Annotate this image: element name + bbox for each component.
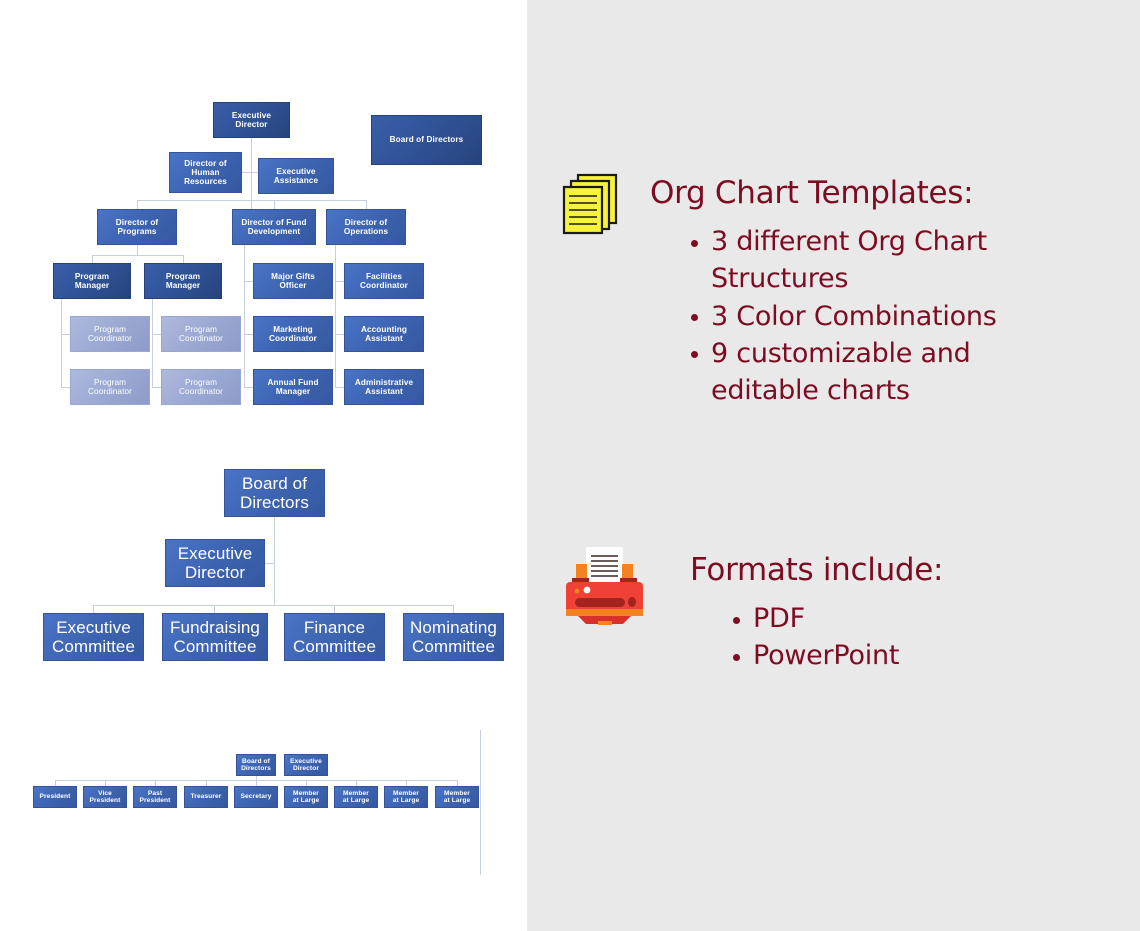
chart-connector [61,387,70,388]
org-node[interactable]: Director of Fund Development [232,209,316,245]
chart-connector [93,605,453,606]
org-node[interactable]: Board of Directors [236,754,276,776]
chart-connector [356,780,357,786]
chart-connector [274,517,275,605]
chart-connector [152,387,161,388]
org-node[interactable]: Member at Large [334,786,378,808]
chart-connector [457,780,458,786]
org-node[interactable]: Facilities Coordinator [344,263,424,299]
list-item: 9 customizable and editable charts [685,335,1085,410]
org-node[interactable]: Accounting Assistant [344,316,424,352]
chart-connector [256,776,257,786]
chart-connector [244,281,253,282]
org-node[interactable]: Marketing Coordinator [253,316,333,352]
list-item: PDF [727,600,1107,637]
org-node[interactable]: Past President [133,786,177,808]
formats-include-bullets: PDF PowerPoint [727,600,1107,675]
right-info-panel: Org Chart Templates: 3 different Org Cha… [527,0,1140,931]
org-node[interactable]: Executive Committee [43,613,144,661]
chart-connector [242,172,258,173]
chart-connector [265,563,275,564]
chart-connector [406,780,407,786]
notes-stack-icon [562,173,628,235]
chart-connector [137,200,138,209]
org-node[interactable]: Program Manager [53,263,131,299]
chart-connector [137,245,138,255]
org-node[interactable]: Administrative Assistant [344,369,424,405]
org-node[interactable]: Program Coordinator [161,369,241,405]
org-node[interactable]: Program Coordinator [70,316,150,352]
chart-connector [206,780,207,786]
org-node[interactable]: Director of Human Resources [169,152,242,193]
org-node[interactable]: Program Coordinator [161,316,241,352]
org-node[interactable]: Director of Operations [326,209,406,245]
org-node[interactable]: Executive Director [284,754,328,776]
list-item: 3 Color Combinations [685,298,1085,335]
org-node[interactable]: Program Manager [144,263,222,299]
chart-connector [214,605,215,614]
org-chart-templates-bullets: 3 different Org Chart Structures 3 Color… [685,223,1085,409]
list-item: 3 different Org Chart Structures [685,223,1085,298]
org-node[interactable]: Executive Director [213,102,290,138]
chart-connector [480,730,481,875]
chart-connector [152,334,161,335]
chart-connector [61,334,70,335]
chart-connector [155,780,156,786]
org-node[interactable]: Finance Committee [284,613,385,661]
org-node[interactable]: Executive Assistance [258,158,334,194]
org-node[interactable]: Program Coordinator [70,369,150,405]
chart-connector [137,200,366,201]
chart-connector [55,780,56,786]
chart-connector [244,387,253,388]
org-node[interactable]: Treasurer [184,786,228,808]
org-chart-templates-title: Org Chart Templates: [650,175,974,211]
chart-connector [105,780,106,786]
chart-connector [251,138,252,209]
chart-connector [306,780,307,786]
chart-connector [152,299,153,387]
chart-connector [244,334,253,335]
chart-connector [55,780,457,781]
chart-connector [61,299,62,387]
list-item: PowerPoint [727,637,1107,674]
chart-connector [335,245,336,387]
chart-connector [335,281,344,282]
printer-icon [562,547,648,625]
org-node[interactable]: Annual Fund Manager [253,369,333,405]
formats-include-title: Formats include: [690,552,944,588]
org-node[interactable]: Nominating Committee [403,613,504,661]
org-node[interactable]: Vice President [83,786,127,808]
chart-connector [244,245,245,387]
chart-connector [453,605,454,614]
org-node[interactable]: Major Gifts Officer [253,263,333,299]
org-node[interactable]: Member at Large [384,786,428,808]
org-node[interactable]: Executive Director [165,539,265,587]
chart-connector [366,200,367,209]
org-node[interactable]: Director of Programs [97,209,177,245]
chart-connector [93,605,94,614]
org-node[interactable]: President [33,786,77,808]
chart-connector [92,255,93,263]
org-node[interactable]: Member at Large [435,786,479,808]
chart-connector [183,255,184,263]
chart-connector [92,255,183,256]
chart-connector [334,605,335,614]
chart-connector [274,200,275,209]
chart-connector [335,387,344,388]
org-node[interactable]: Secretary [234,786,278,808]
org-node[interactable]: Fundraising Committee [162,613,268,661]
chart-connector [335,334,344,335]
org-node[interactable]: Member at Large [284,786,328,808]
org-node[interactable]: Board of Directors [224,469,325,517]
org-node[interactable]: Board of Directors [371,115,482,165]
